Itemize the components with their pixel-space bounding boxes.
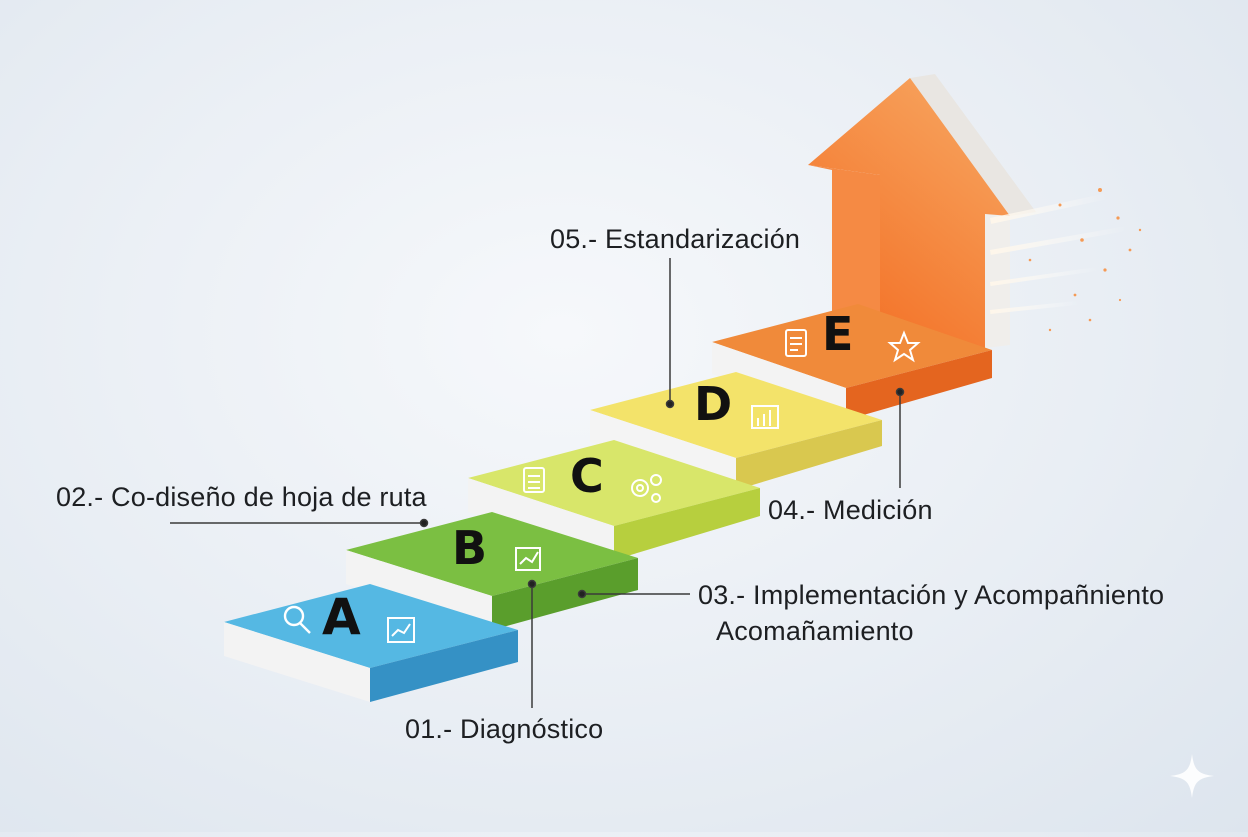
line-chart-icon <box>387 617 415 643</box>
star-icon <box>887 330 921 363</box>
label-step-4: 04.- Medición <box>768 495 933 525</box>
magnifier-icon <box>283 605 311 634</box>
clipboard-icon <box>785 329 807 357</box>
label-step-1: 01.- Diagnóstico <box>405 714 604 744</box>
step-a-letter: A <box>322 588 361 646</box>
gears-icon <box>631 474 662 503</box>
particles <box>1028 188 1142 332</box>
step-d-letter: D <box>694 377 732 431</box>
step-e-letter: E <box>822 307 853 361</box>
up-arrow-icon <box>808 74 1129 348</box>
document-icon <box>523 467 545 493</box>
bar-chart-icon <box>751 405 779 429</box>
bar-chart-icon <box>515 547 541 571</box>
step-b: B <box>346 512 638 630</box>
label-step-3: 03.- Implementación y Acompañniento <box>698 580 1165 610</box>
leader-lines <box>170 258 905 708</box>
step-b-letter: B <box>452 521 487 575</box>
label-step-3-line2: Acomañamiento <box>716 616 914 646</box>
step-c-letter: C <box>570 449 604 503</box>
label-step-5: 05.- Estandarización <box>550 224 801 254</box>
sparkle-icon <box>1170 754 1214 798</box>
step-a: A <box>224 584 518 702</box>
label-step-2: 02.- Co-diseño de hoja de ruta <box>56 482 427 512</box>
